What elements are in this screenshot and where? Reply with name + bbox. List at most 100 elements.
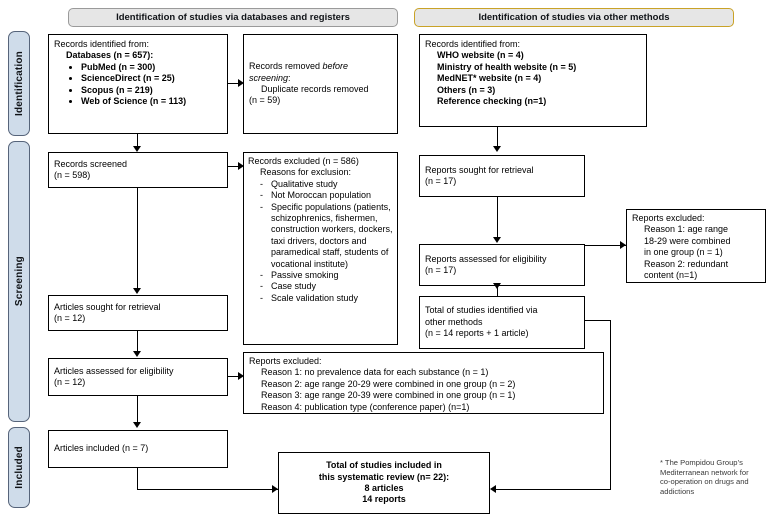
connector-assessed-to-included [137,396,139,426]
box-articles-included: Articles included (n = 7) [48,430,228,468]
list-item-label: Scale validation study [271,292,359,303]
reports-assessed-line-1: Reports assessed for eligibility [425,253,547,264]
list-item: Scopus (n = 219) [81,85,222,96]
records-removed-line-1-b: before [322,61,349,72]
list-item: -Scale validation study [260,293,393,304]
list-item: Others (n = 3) [437,84,496,95]
connector-assessed-to-reports-excluded [228,376,240,378]
header-other-methods: Identification of studies via other meth… [414,8,734,27]
connector-screened-to-excluded [228,166,240,168]
connector-screened-to-sought [137,188,139,292]
list-item: Reason 2: age range 20-29 were combined … [261,378,516,389]
footnote-line-1: * The Pompidou Group’s [660,458,743,467]
records-removed-line-1: Records removed before [249,61,392,72]
arrowhead-down-icon [133,422,141,428]
reports-assessed-line-2: (n = 17) [425,265,457,275]
records-excluded-subtitle: Reasons for exclusion: [260,167,352,178]
reports-excluded-left-title: Reports excluded: [249,356,322,366]
connector-total-other-left [496,489,611,491]
articles-sought-line-1: Articles sought for retrieval [54,301,161,312]
connector-included-to-total [137,489,278,491]
articles-sought-line-2: (n = 12) [54,313,86,323]
list-item-label: Specific populations (patients, schizoph… [271,201,393,269]
box-reports-sought-for-retrieval: Reports sought for retrieval (n = 17) [419,155,585,197]
records-removed-line-2: screening: [249,73,392,84]
arrowhead-down-icon [133,288,141,294]
list-item: Reason 3: age range 20-39 were combined … [261,390,516,401]
articles-assessed-line-2: (n = 12) [54,377,86,387]
list-item: content (n=1) [644,270,698,281]
records-removed-line-2-a: screening [249,72,289,83]
arrowhead-right-icon [272,485,278,493]
footnote-line-3: co-operation on drugs and [660,477,749,487]
arrowhead-down-icon [493,283,501,289]
header-databases-and-registers: Identification of studies via databases … [68,8,398,27]
list-item: -Qualitative study [260,179,393,190]
dash-bullet-icon: - [260,201,263,212]
arrowhead-right-icon [238,79,244,87]
arrowhead-right-icon [620,241,626,249]
list-item: Reason 4: publication type (conference p… [261,401,470,412]
connector-included-down [137,468,139,490]
connector-identified-to-screened [137,134,139,150]
dash-bullet-icon: - [260,292,263,303]
records-identified-other-title: Records identified from: [425,39,521,49]
list-item: WHO website (n = 4) [437,50,524,61]
box-total-other-methods: Total of studies identified via other me… [419,296,585,349]
stage-tab-included: Included [8,427,30,508]
articles-assessed-line-1: Articles assessed for eligibility [54,365,174,376]
list-item: 18-29 were combined [644,235,731,246]
list-item: -Specific populations (patients, schizop… [260,202,393,270]
arrowhead-right-icon [238,162,244,170]
list-item: in one group (n = 1) [644,247,723,258]
stage-tab-identification: Identification [8,31,30,136]
dash-bullet-icon: - [260,190,263,201]
footnote-line-4: addictions [660,486,695,496]
list-item: Web of Science (n = 113) [81,96,222,107]
arrowhead-down-icon [133,351,141,357]
arrowhead-down-icon [493,237,501,243]
list-item: -Not Moroccan population [260,190,393,201]
records-identified-other-source-list: WHO website (n = 4) Ministry of health w… [425,50,641,107]
box-records-identified-other-methods: Records identified from: WHO website (n … [419,34,647,127]
arrowhead-down-icon [493,146,501,152]
stage-tab-included-label: Included [13,446,25,489]
footnote-line-2: Mediterranean network for [660,467,749,477]
connector-identified-to-removed [228,83,240,85]
list-item: MedNET* website (n = 4) [437,73,542,84]
total-included-line-3: 8 articles [364,483,404,493]
dash-bullet-icon: - [260,270,263,281]
reports-sought-line-1: Reports sought for retrieval [425,164,534,175]
records-identified-title: Records identified from: [54,39,150,49]
reports-sought-line-2: (n = 17) [425,176,457,186]
list-item-label: Passive smoking [271,270,339,281]
records-excluded-title: Records excluded (n = 586) [248,156,359,166]
list-item: PubMed (n = 300) [81,62,222,73]
list-item-label: Not Moroccan population [271,190,372,201]
box-reports-assessed-for-eligibility: Reports assessed for eligibility (n = 17… [419,244,585,286]
reports-excluded-left-reason-list: Reason 1: no prevalence data for each su… [249,367,598,413]
total-other-methods-line-2: other methods [425,316,483,327]
box-total-studies-included: Total of studies included in this system… [278,452,490,514]
records-removed-line-4: (n = 59) [249,95,281,106]
reports-excluded-right-title: Reports excluded: [632,213,705,223]
connector-total-other-down [610,320,612,489]
box-articles-assessed-for-eligibility: Articles assessed for eligibility (n = 1… [48,358,228,396]
list-item: -Case study [260,281,393,292]
total-other-methods-line-1: Total of studies identified via [425,305,538,316]
connector-reports-sought-to-assessed [497,197,499,241]
stage-tab-screening-label: Screening [13,256,25,307]
articles-included-line-1: Articles included (n = 7) [54,443,149,454]
arrowhead-left-icon [490,485,496,493]
records-identified-source-list: PubMed (n = 300) ScienceDirect (n = 25) … [54,62,222,108]
box-records-excluded: Records excluded (n = 586) Reasons for e… [243,152,398,345]
list-item: ScienceDirect (n = 25) [81,73,222,84]
box-records-removed-before-screening: Records removed before screening: Duplic… [243,34,398,134]
list-item: Reason 1: no prevalence data for each su… [261,367,489,378]
records-identified-subtitle: Databases (n = 657): [66,50,154,61]
reports-excluded-right-lines: Reason 1: age range 18-29 were combined … [632,224,760,281]
dash-bullet-icon: - [260,178,263,189]
connector-reports-assessed-to-excluded [585,245,626,247]
connector-other-identified-to-sought [497,127,499,150]
